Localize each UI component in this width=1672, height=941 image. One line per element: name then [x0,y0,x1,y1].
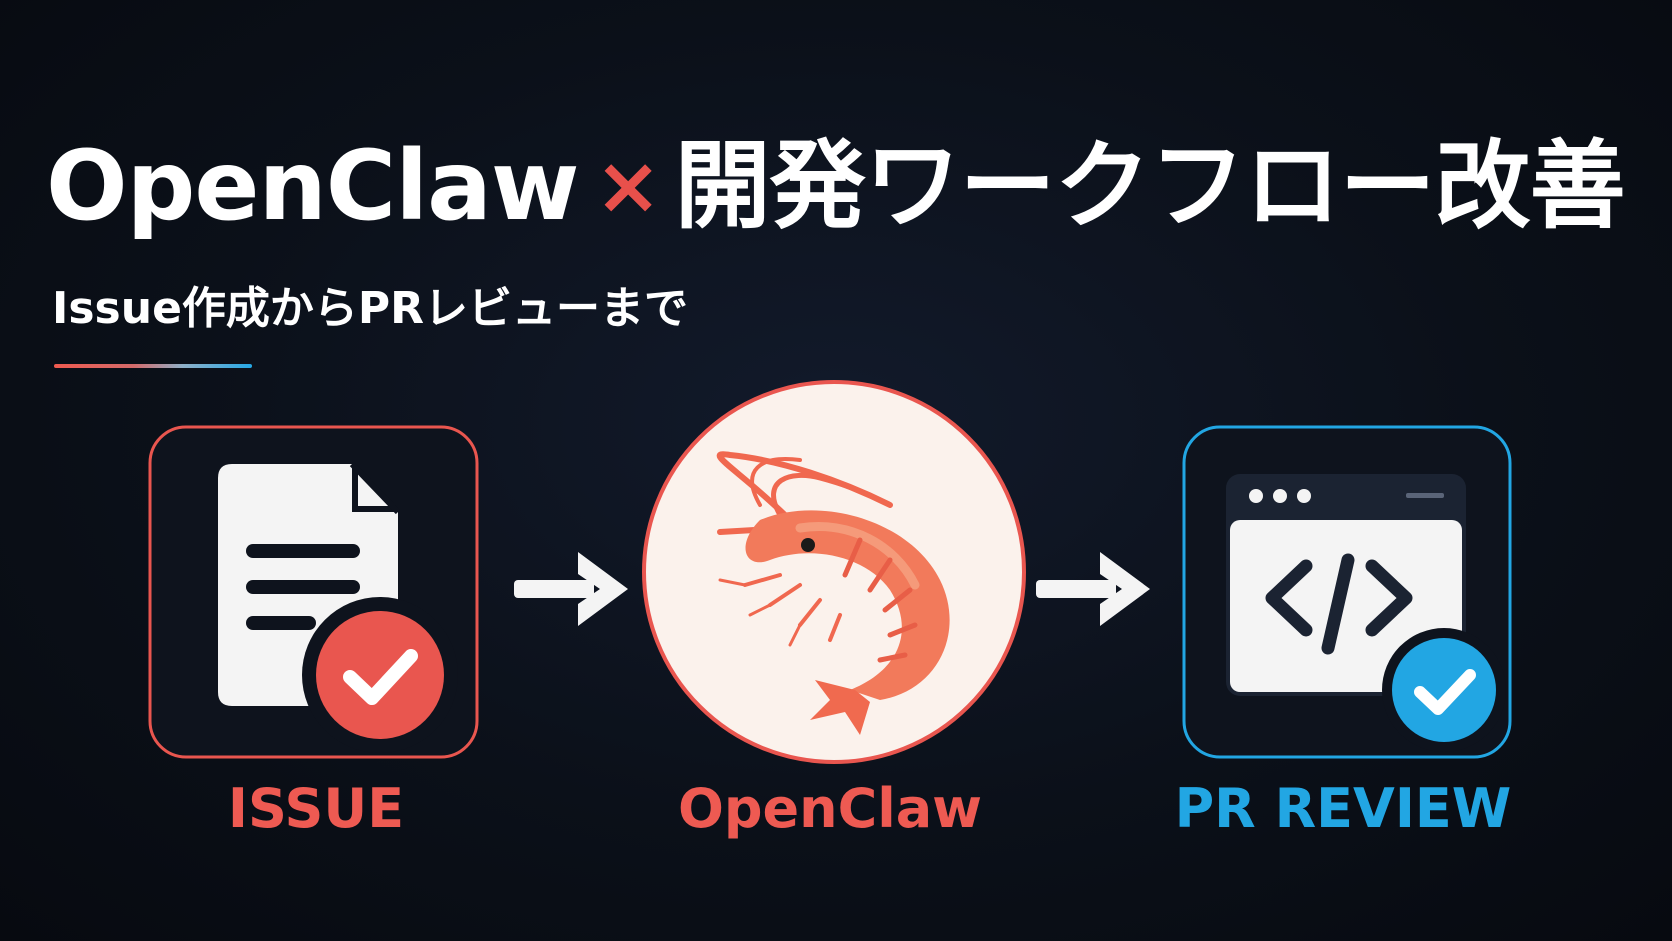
issue-card [148,425,479,759]
title-rest: 開発ワークフロー改善 [674,130,1626,242]
subtitle-underline [54,364,252,368]
pr-review-card [1182,425,1512,759]
page-subtitle: Issue作成からPRレビューまで [52,283,689,334]
page-title: OpenClaw×開発ワークフロー改善 [46,138,1626,234]
arrow-right-icon [514,552,628,626]
step-label-openclaw: OpenClaw [677,777,983,840]
title-separator: × [594,139,662,232]
document-check-icon [218,461,458,753]
arrow-right-icon [1036,552,1150,626]
step-label-issue: ISSUE [227,777,405,840]
code-window-check-icon [1226,474,1506,752]
step-label-pr-review: PR REVIEW [1174,777,1512,840]
shrimp-icon [716,451,950,735]
title-main: OpenClaw [46,130,580,242]
openclaw-circle [642,380,1026,764]
